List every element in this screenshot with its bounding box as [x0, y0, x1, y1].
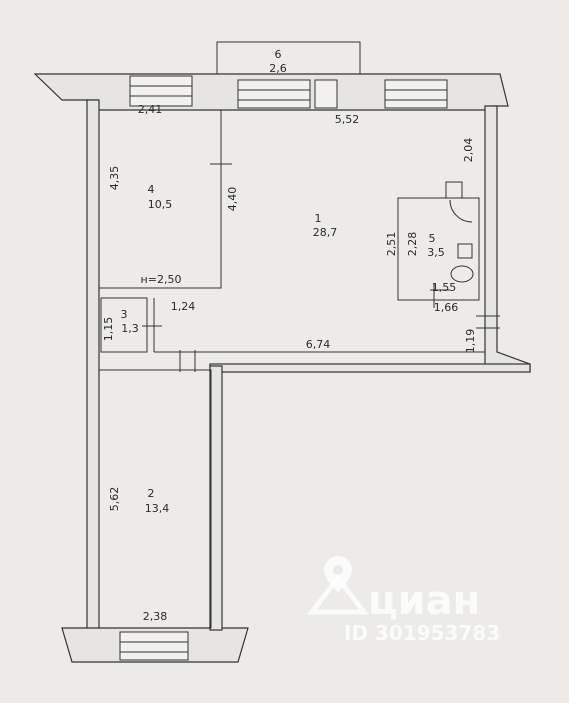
dim-bath-outer-width: 1,66: [434, 301, 459, 314]
toilet-icon: [450, 265, 474, 283]
room4-area: 10,5: [148, 198, 173, 211]
room3-number: 3: [121, 308, 128, 321]
dim-bath-inner-height: 2,28: [406, 232, 419, 257]
dim-right-top: 2,04: [462, 138, 475, 163]
room3-outline: [100, 297, 148, 353]
dim-bath-outer-height: 2,51: [385, 232, 398, 257]
watermark-brand: циан: [368, 578, 480, 624]
dim-room4-height: 4,35: [108, 166, 121, 191]
room2-outline: [98, 369, 212, 629]
left-wall: [86, 99, 100, 631]
sink-icon: [457, 243, 473, 259]
dim-room3-height: 1,15: [102, 317, 115, 342]
room-labels: 6 2,6 1 28,7 4 10,5 3 1,3 5 3,5 2 13,4: [121, 48, 445, 515]
dim-room1-left-height: 4,40: [226, 187, 239, 212]
window-room1-a: [237, 79, 311, 109]
room6-area: 2,6: [269, 62, 287, 75]
window-room4: [129, 75, 193, 107]
room1-number: 1: [315, 212, 322, 225]
bath-door-swing: [449, 199, 473, 223]
lower-hall-wall: [209, 363, 531, 373]
dim-room1-width: 5,52: [335, 113, 360, 126]
map-pin-icon: [306, 556, 370, 615]
balcony-door: [314, 79, 338, 109]
dim-room4-width: 2,41: [138, 103, 163, 116]
room2-number: 2: [148, 487, 155, 500]
room2-area: 13,4: [145, 502, 170, 515]
window-room1-b: [384, 79, 448, 109]
ceiling-height-note: н=2,50: [141, 273, 182, 286]
room4-number: 4: [148, 183, 155, 196]
dim-hall-width: 1,24: [171, 300, 196, 313]
room2-right-wall: [209, 365, 223, 631]
room6-number: 6: [275, 48, 282, 61]
room4-outline: [98, 109, 222, 289]
dim-right-bottom: 1,19: [464, 329, 477, 354]
room5-area: 3,5: [427, 246, 445, 259]
vent-box: [445, 181, 463, 199]
dimension-labels: 2,41 5,52 2,04 4,35 4,40 2,51 2,28 1,55 …: [102, 103, 477, 623]
dim-bath-inner-width: 1,55: [432, 281, 457, 294]
windows: [119, 75, 448, 661]
watermark-id: ID 301953783: [344, 621, 500, 645]
watermark: циан ID 301953783: [306, 556, 500, 645]
room1-area: 28,7: [313, 226, 338, 239]
room3-area: 1,3: [121, 322, 139, 335]
dim-room2-height: 5,62: [108, 487, 121, 512]
window-room2: [119, 631, 189, 661]
room5-number: 5: [429, 232, 436, 245]
partitions: [98, 109, 500, 629]
dim-room2-width: 2,38: [143, 610, 168, 623]
room5-outline: [397, 197, 480, 301]
dim-hall-length: 6,74: [306, 338, 331, 351]
